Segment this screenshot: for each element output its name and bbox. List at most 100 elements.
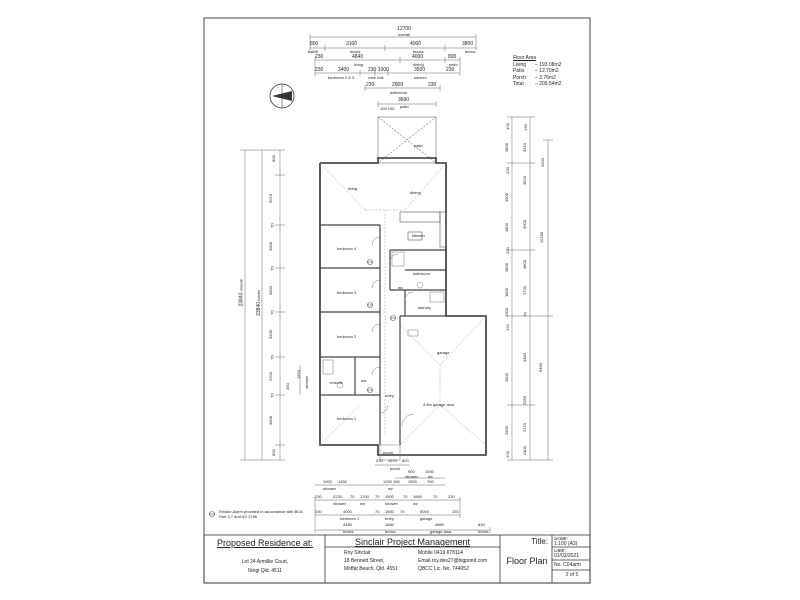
left-dim-item: 800 [270,155,276,162]
left-overall-dim: 23840 overall [239,279,245,306]
bottom-dim: 700 [427,479,434,484]
address-line-1: Lot 24 Armillie Court, [241,559,289,565]
dim-label: bathroom [390,90,407,95]
bottom-dim: 1000 [425,469,434,474]
bottom-dim: 830 [478,522,485,527]
dim-value: 3400 [338,67,350,73]
left-side-dim: 450 [284,383,290,390]
proposed-residence-heading: Proposed Residence at: [216,538,314,548]
bottom-dim: 1500 [385,494,394,499]
right-dim-item: 3800 [503,143,509,152]
floor-area-row: Porch– 3.76m2 [513,74,556,81]
kitchen-bench [399,211,447,248]
left-dim-item: 3000 [267,242,273,251]
dim-value: 230 [428,82,437,88]
building-outline [319,157,487,456]
dim-value: 23840 [238,292,245,307]
bottom-dimension-lines [314,464,491,533]
bottom-dim-label: wc [388,486,393,491]
right-dim-item: 150 [504,324,510,331]
room-label-wir: wir [361,378,367,383]
room-label-bathroom: bathroom [413,271,430,276]
bottom-dim: 600 [402,458,409,463]
left-side-dim-label: shower [303,376,309,389]
bottom-dim-label: porch [390,466,401,471]
dim-value: 230 1000 [368,67,389,73]
bottom-dim: 4000 [343,509,352,514]
bottom-dim-label: shower [323,486,336,491]
dim-label: kitchen [414,75,427,80]
bottom-dim: 70 [433,494,438,499]
dim-value: 230 [315,54,324,60]
overall-dimension-value: 12700 [397,26,411,32]
right-dim-item: 4480 [521,353,527,362]
dim-value: 3800 [462,41,474,47]
bottom-dim: 1500 [408,479,417,484]
bottom-dim: 4860 [435,522,444,527]
dim-label: patio [400,104,409,109]
bottom-dim: 1330 [338,479,347,484]
bottom-dim-label: bricks [385,529,396,534]
dim-value: 230 [446,67,455,73]
room-label-dining: dining [410,190,421,195]
title-block-date: Date: 01/03/2021 [554,549,590,560]
patio-outline [377,116,437,164]
room-label-living: living [348,186,358,191]
bottom-dim-label: entry [385,516,394,521]
title-block-frame [203,534,591,584]
floor-area-label: Patio [513,68,525,74]
right-dim-item: 100 [504,123,510,130]
right-dim-item: 4800 [521,260,527,269]
left-dim-item: 70 [269,355,275,360]
number-value: C04arm [563,562,581,568]
bottom-dim-label: wc [413,501,418,506]
right-dim-item: 1800 [503,288,509,297]
right-dim-item: 230 [504,247,510,254]
bottom-dim-label: bedroom 1 [340,516,360,521]
overall-dimension-label: overall [398,32,410,37]
left-dim-item: 3200 [267,330,273,339]
dim-label: bricks [413,49,424,54]
left-dim-item: 5070 [267,194,273,203]
roof-lines [319,162,487,446]
dim-label: 100 100 [380,106,395,111]
sheet-number: 2 of 5 [565,572,579,578]
dim-label: overall [238,279,244,292]
left-inner-dim: 23840 bricks [256,290,262,316]
right-dimension-lines [507,116,553,461]
garage-door-label: 4.8m garage door [423,402,455,407]
right-dim-item: 6480 [537,363,543,372]
right-dim-item: 130 [522,124,528,131]
room-label-ensuite: ensuite [330,380,343,385]
left-dim-item: 70 [269,310,275,315]
bottom-dim: 1230 190 [383,479,400,484]
date-value: 01/03/2021 [554,553,580,559]
door-swings [371,236,415,427]
floor-area-panel: Floor Area Living– 193.08m2 Patio– 12.70… [513,55,561,88]
room-label-patio: patio [414,143,423,148]
bottom-dim-label: bricks [343,529,354,534]
smoke-alarm-note: Smoke Alarm provided in accordance with … [219,509,303,519]
bottom-dim: 2230 [333,494,342,499]
dim-value: 23840 [255,301,262,316]
dim-value: 3500 [414,67,426,73]
floor-area-value: 12.70m2 [539,68,559,74]
bottom-dim-label: shower [405,474,418,479]
floor-area-value: 3.76m2 [539,74,556,81]
bottom-dim: 70 [350,494,355,499]
bottom-dim: 1570 [388,458,397,463]
bottom-dim: 70 [375,494,380,499]
bottom-dim: 900 [408,469,415,474]
right-dim-item: 4600 [503,373,509,382]
overall-dimension: 12700 overall [384,26,424,37]
dim-value: 230 [315,67,324,73]
title-block-project: Proposed Residence at: Lot 24 Armillie C… [206,537,324,581]
bottom-dim-label: wc [428,474,433,479]
floor-area-heading: Floor Area [513,55,537,61]
top-dimension-lines [309,34,477,107]
right-dim-item: 4800 [503,223,509,232]
bottom-dim-label: wir [360,501,366,506]
title-block-contact-right: Mobile 0419 678114 Email roy.des27@bigpo… [418,549,500,581]
bottom-dim: 6000 [420,509,429,514]
bottom-dim: 1890 [413,494,422,499]
